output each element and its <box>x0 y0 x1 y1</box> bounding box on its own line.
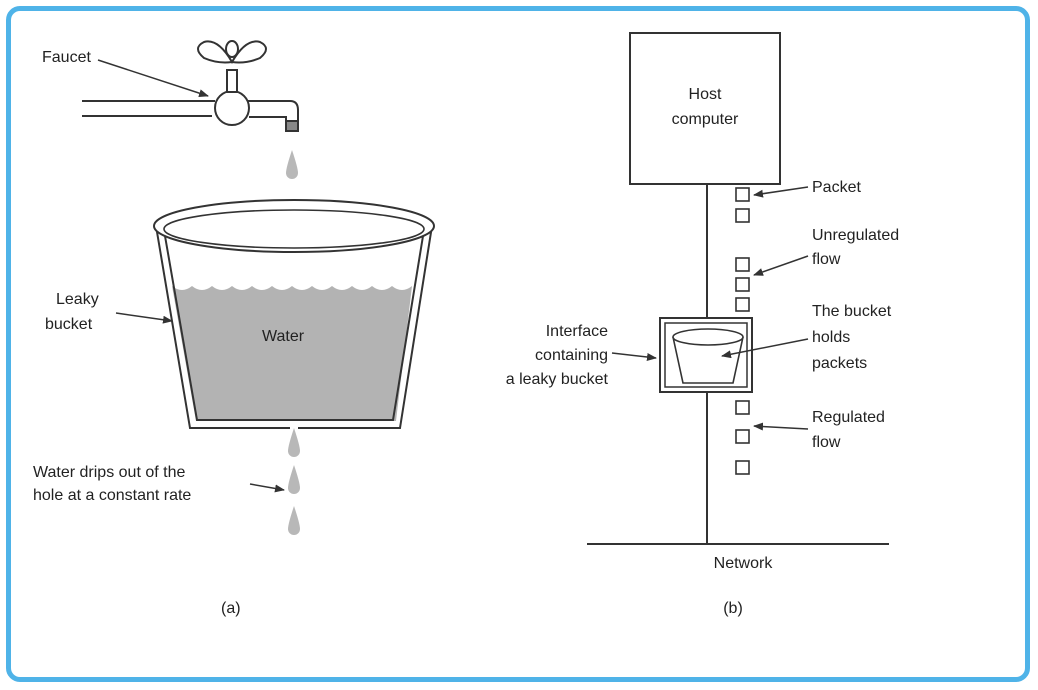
water-fill <box>172 286 412 421</box>
regulated-arrow <box>753 422 809 431</box>
falling-drop <box>286 150 298 179</box>
small-bucket-icon <box>672 328 744 384</box>
leaky-bucket <box>153 199 435 430</box>
packet <box>735 257 750 272</box>
interface-label-line1: Interface <box>546 323 608 340</box>
unregulated-label-line1: Unregulated <box>812 227 899 244</box>
panel-a: Faucet Leaky bucket Water Water drips ou… <box>33 40 435 617</box>
bucket-holds-arrow <box>721 338 809 359</box>
packet-arrow <box>753 186 809 198</box>
bucket-arrow <box>115 312 173 324</box>
bucket-holds-line2: holds <box>812 329 850 346</box>
caption-a: (a) <box>221 600 241 617</box>
drip-drop-1 <box>288 428 300 457</box>
packet <box>735 208 750 223</box>
panel-b: Host computer Packet Unregulated flow <box>506 32 899 617</box>
interface-arrow <box>611 352 657 361</box>
bucket-label-line1: Leaky <box>56 291 99 308</box>
drip-drop-3 <box>288 506 300 535</box>
network-label: Network <box>714 555 774 572</box>
packet <box>735 297 750 312</box>
regulated-label-line2: flow <box>812 434 841 451</box>
packet <box>735 400 750 415</box>
faucet-label: Faucet <box>42 49 91 66</box>
bucket-holds-line3: packets <box>812 355 867 372</box>
caption-b: (b) <box>723 600 743 617</box>
unregulated-label-line2: flow <box>812 251 841 268</box>
water-label: Water <box>262 328 305 345</box>
packet <box>735 429 750 444</box>
interface-label-line2: containing <box>535 347 608 364</box>
drips-arrow <box>249 483 285 493</box>
drips-label-line2: hole at a constant rate <box>33 487 191 504</box>
bucket-holds-line1: The bucket <box>812 303 892 320</box>
host-label-line2: computer <box>672 111 739 128</box>
faucet-arrow <box>97 59 209 98</box>
regulated-label-line1: Regulated <box>812 409 885 426</box>
host-label-line1: Host <box>689 86 722 103</box>
packet-label: Packet <box>812 179 861 196</box>
packet <box>735 460 750 475</box>
packet <box>735 277 750 292</box>
bucket-label-line2: bucket <box>45 316 93 333</box>
interface-label-line3: a leaky bucket <box>506 371 609 388</box>
drips-label-line1: Water drips out of the <box>33 464 185 481</box>
packet <box>735 187 750 202</box>
unregulated-arrow <box>753 255 809 276</box>
host-computer-box <box>629 32 781 185</box>
faucet-icon <box>82 40 299 132</box>
drip-drop-2 <box>288 465 300 494</box>
